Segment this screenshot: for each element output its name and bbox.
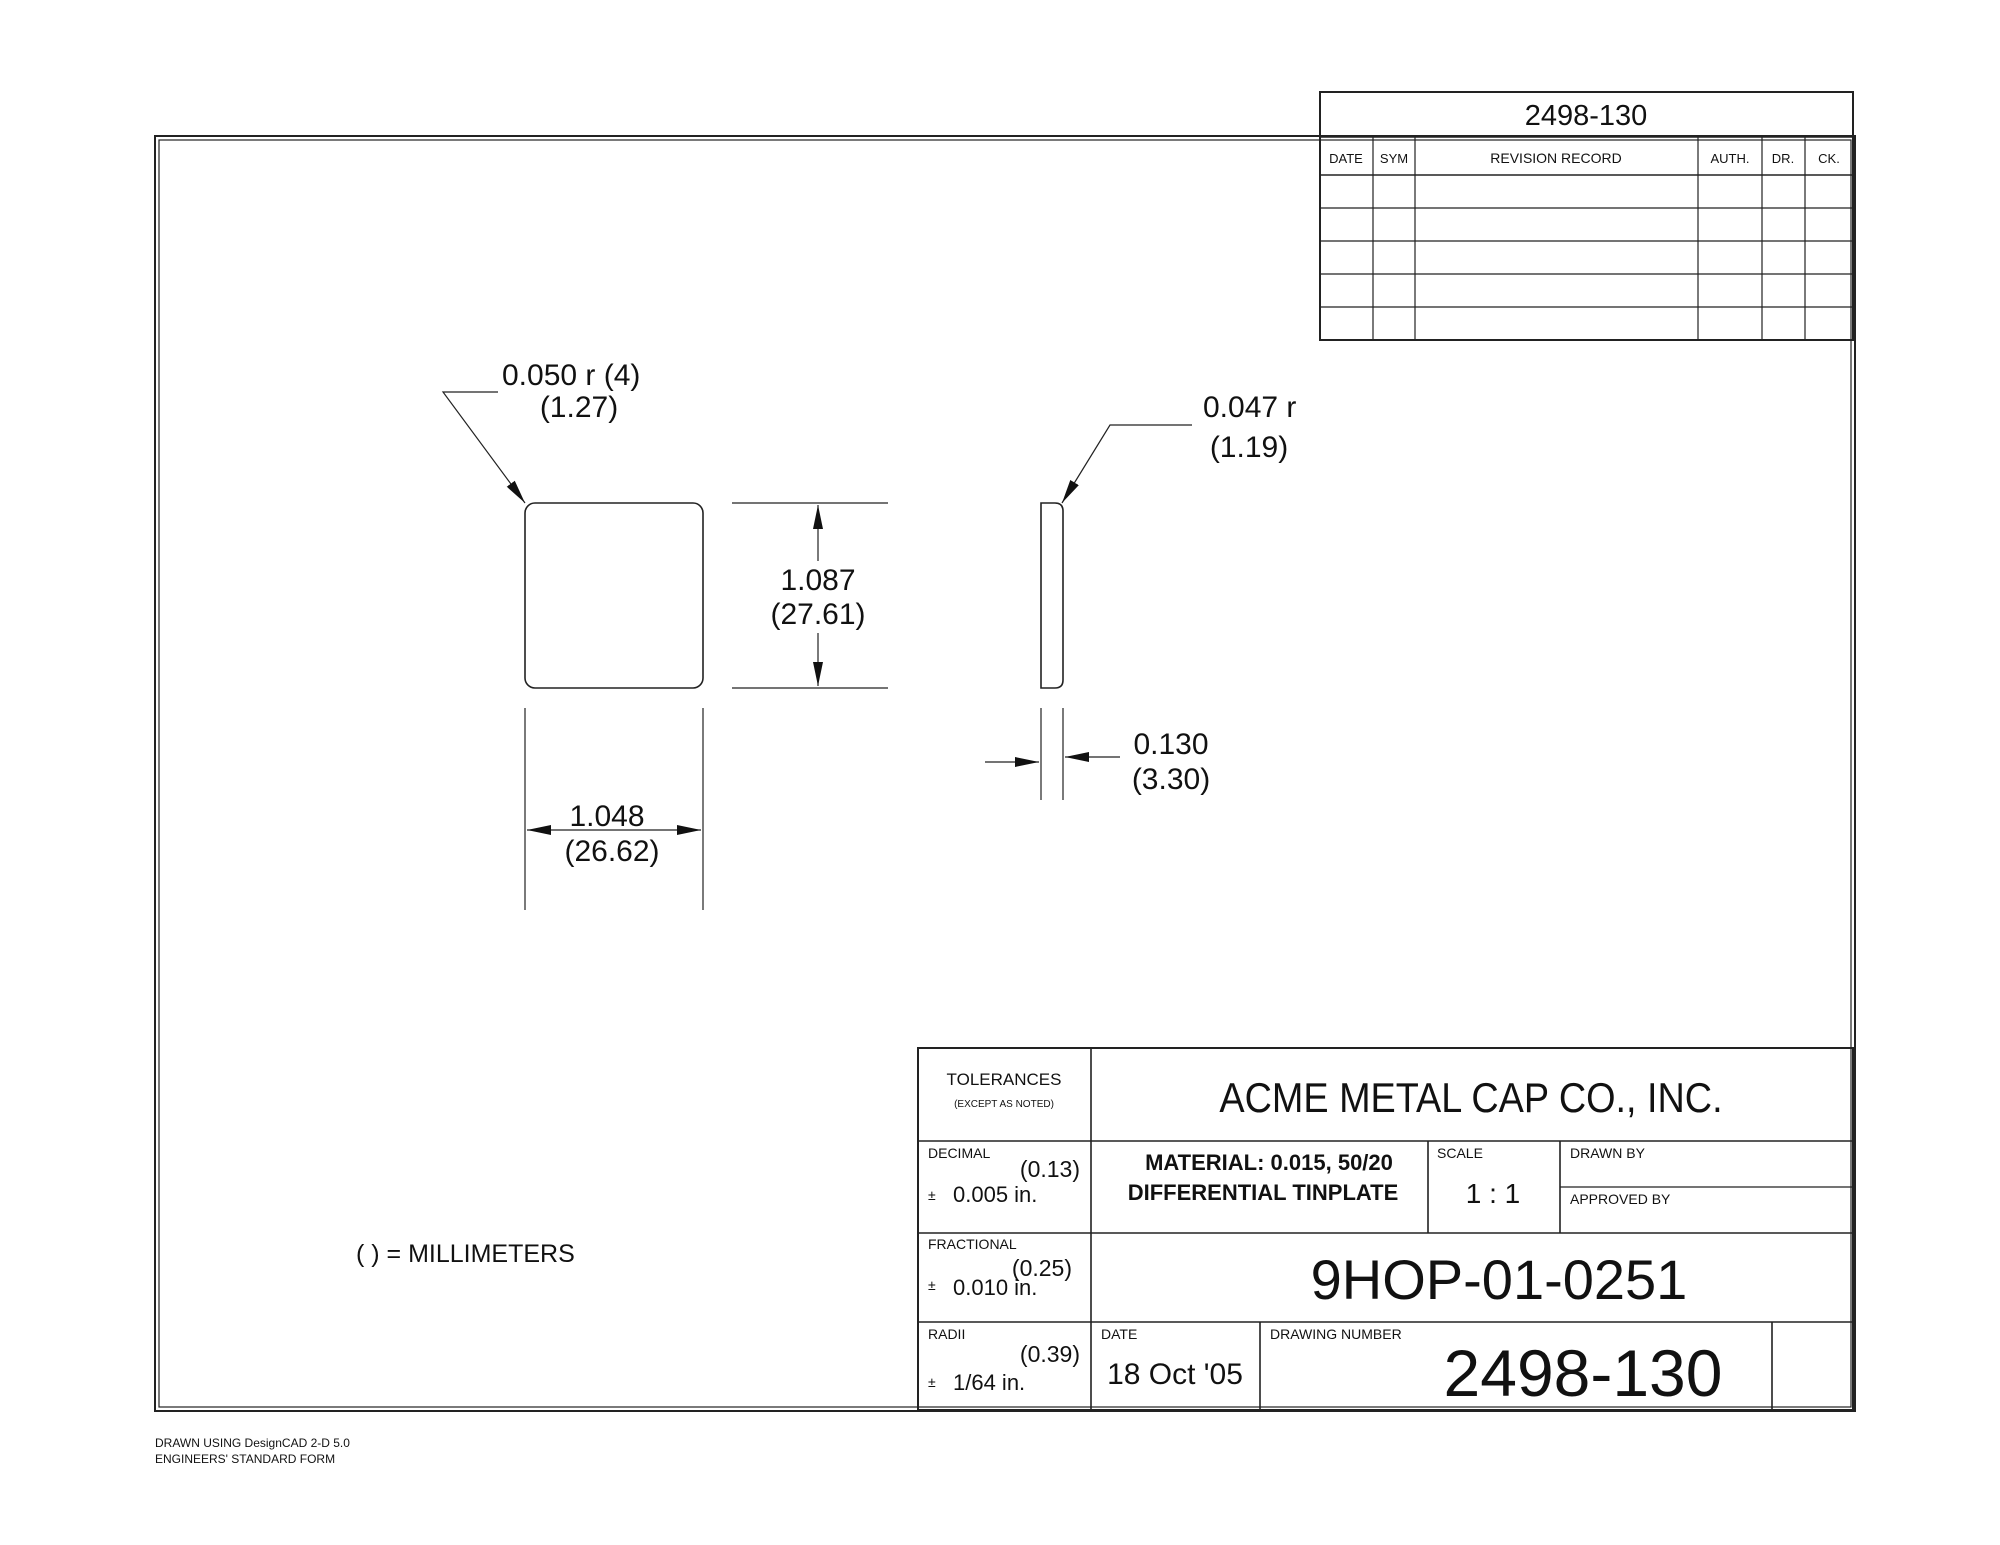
drawing-number-label: DRAWING NUMBER: [1270, 1326, 1402, 1342]
rev-header-auth: AUTH.: [1711, 151, 1750, 166]
edge-radius-inch: 0.047 r: [1203, 391, 1296, 424]
fractional-label: FRACTIONAL: [928, 1236, 1017, 1252]
edge-radius-leader: [1061, 424, 1192, 504]
width-mm: (26.62): [564, 835, 659, 868]
revision-block: 2498-130 DATE SYM REVISION RECORD AUTH. …: [1319, 91, 1854, 341]
material-line1: MATERIAL: 0.015, 50/20: [1145, 1150, 1393, 1175]
sheet-border: [154, 135, 1856, 1412]
rev-header-dr: DR.: [1772, 151, 1794, 166]
footer-line1: DRAWN USING DesignCAD 2-D 5.0: [155, 1436, 350, 1450]
drawing-number: 2498-130: [1444, 1336, 1723, 1410]
revision-drawing-number: 2498-130: [1525, 100, 1648, 132]
part-outline-front: [524, 502, 704, 689]
fractional-mm: (0.25): [1012, 1255, 1072, 1281]
thickness-inch: 0.130: [1133, 728, 1208, 761]
front-view: 0.050 r (4) (1.27) 1.087 (27.61) 1.048 (…: [441, 359, 888, 910]
scale-value: 1 : 1: [1466, 1178, 1520, 1209]
decimal-value: 0.005 in.: [953, 1182, 1037, 1207]
edge-radius-mm: (1.19): [1210, 431, 1288, 464]
height-mm: (27.61): [770, 598, 865, 631]
drawn-by-label: DRAWN BY: [1570, 1145, 1646, 1161]
tolerances-label: TOLERANCES: [947, 1070, 1062, 1089]
part-number: 9HOP-01-0251: [1311, 1248, 1688, 1311]
corner-radius-inch: 0.050 r (4): [502, 359, 640, 392]
rev-header-revision-record: REVISION RECORD: [1490, 150, 1621, 166]
units-note: ( ) = MILLIMETERS: [356, 1240, 575, 1268]
title-block: TOLERANCES (EXCEPT AS NOTED) ACME METAL …: [917, 1047, 1854, 1411]
company-name: ACME METAL CAP CO., INC.: [1219, 1075, 1722, 1121]
decimal-label: DECIMAL: [928, 1145, 990, 1161]
radii-value: 1/64 in.: [953, 1370, 1025, 1395]
radii-mm: (0.39): [1020, 1341, 1080, 1367]
corner-radius-leader: [441, 391, 526, 504]
height-inch: 1.087: [780, 564, 855, 597]
scale-label: SCALE: [1437, 1145, 1483, 1161]
date-label: DATE: [1101, 1326, 1137, 1342]
rev-header-ck: CK.: [1818, 151, 1840, 166]
date-value: 18 Oct '05: [1107, 1358, 1243, 1391]
side-view: 0.047 r (1.19) 0.130 (3.30): [985, 391, 1296, 800]
width-inch: 1.048: [569, 800, 644, 833]
tolerances-note: (EXCEPT AS NOTED): [954, 1099, 1054, 1110]
approved-by-label: APPROVED BY: [1570, 1191, 1671, 1207]
corner-radius-mm: (1.27): [540, 391, 618, 424]
fractional-pm: ±: [928, 1277, 936, 1293]
footer-line2: ENGINEERS' STANDARD FORM: [155, 1452, 335, 1466]
radii-label: RADII: [928, 1326, 965, 1342]
radii-pm: ±: [928, 1374, 936, 1390]
thickness-mm: (3.30): [1132, 763, 1210, 796]
part-outline-side: [1040, 502, 1064, 689]
rev-header-date: DATE: [1329, 151, 1363, 166]
decimal-pm: ±: [928, 1187, 936, 1203]
material-line2: DIFFERENTIAL TINPLATE: [1128, 1180, 1399, 1205]
rev-header-sym: SYM: [1380, 151, 1408, 166]
fractional-value: 0.010 in.: [953, 1275, 1037, 1300]
decimal-mm: (0.13): [1020, 1156, 1080, 1182]
